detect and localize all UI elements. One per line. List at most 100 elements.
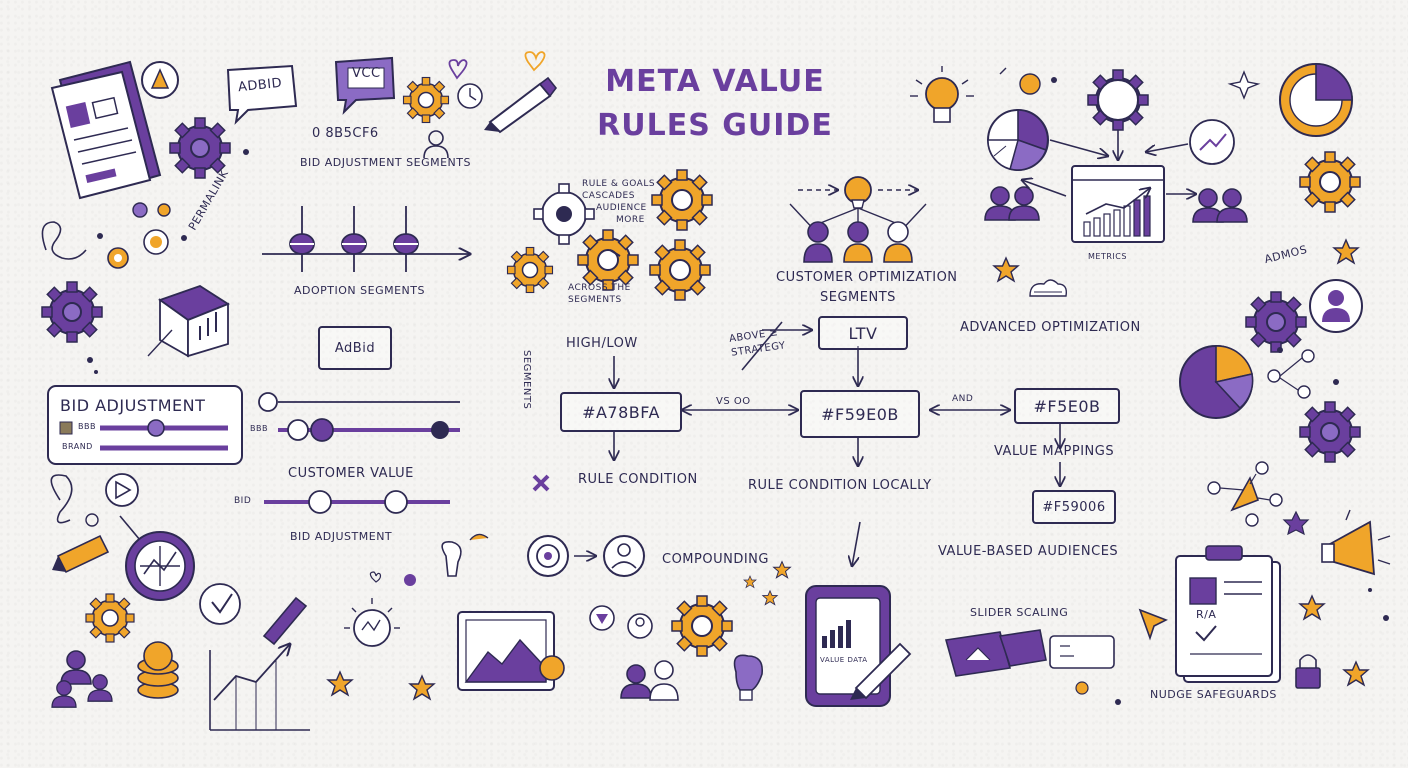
- star-icon: [1333, 239, 1359, 264]
- vertical-mid-label: SEGMENTS: [521, 350, 532, 410]
- value-mapping-label: VALUE MAPPINGS: [994, 444, 1115, 459]
- decorative-stroke: [609, 249, 621, 257]
- slider-scaling-blocks: [944, 629, 1115, 677]
- customer-value-label: CUSTOMER VALUE: [288, 466, 414, 481]
- gear-icon: [671, 595, 733, 657]
- gear-icon: [577, 229, 639, 291]
- close-x-icon: [532, 474, 550, 492]
- star-icon: [993, 257, 1019, 282]
- color-box-c-text: #F5E0B: [1033, 396, 1101, 416]
- image-frame-icon: [457, 611, 565, 691]
- advanced-optimization-label: ADVANCED OPTIMIZATION: [960, 320, 1141, 335]
- bid-adjustment-title: BID ADJUSTMENT: [60, 396, 206, 415]
- growth-chart-icon: [199, 583, 310, 731]
- gears-bottom-caption: ACROSS THE SEGMENTS: [568, 282, 631, 306]
- pen-icon: [484, 76, 558, 134]
- lock-icon: [1295, 654, 1321, 689]
- gear-icon: [41, 281, 103, 343]
- gear-icon: [1245, 291, 1307, 353]
- caption-line: CASCADES: [582, 191, 635, 201]
- clock-icon: [457, 83, 483, 109]
- bid-sliders: [258, 392, 460, 442]
- rule-condition-left-label: RULE CONDITION: [578, 472, 698, 487]
- caption-line: RULE & GOALS: [582, 179, 656, 189]
- cursor-arrow-icon: [1138, 608, 1168, 641]
- heart-icon: [448, 51, 546, 80]
- ltv-text: LTV: [848, 323, 878, 343]
- star-icon: [327, 671, 353, 696]
- play-triangle-icon: [141, 61, 179, 99]
- target-chart-icon: [125, 531, 195, 601]
- slider-label: BBB: [250, 424, 268, 433]
- slider-caption: Bid: [234, 496, 252, 506]
- caption-line: MORE: [616, 215, 645, 225]
- arrow-right-label: AND: [952, 394, 974, 404]
- caption-line: SEGMENTS: [568, 295, 622, 305]
- tablet-report-icon: [805, 585, 912, 707]
- high-low-label: HIGH/LOW: [566, 336, 638, 351]
- lightbulb-idea-icon: [344, 533, 489, 647]
- adbid-box-text: AdBid: [334, 340, 376, 356]
- gear-icon: [402, 76, 450, 124]
- decorative-dots: [41, 149, 249, 374]
- slider-scaling-label: SLIDER SCALING: [970, 606, 1069, 619]
- lightbulb-icon: [733, 654, 764, 701]
- customer-optimization-label: CUSTOMER OPTIMIZATION: [776, 270, 958, 285]
- people-icon: [51, 650, 113, 708]
- person-icon: [423, 130, 449, 159]
- caption-line: AUDIENCE: [596, 203, 647, 213]
- decorative-dots-right: [1075, 588, 1389, 705]
- compounding-label: COMPOUNDING: [662, 552, 769, 567]
- chat-bubble-icon: [334, 56, 396, 115]
- trend-circle-icon: [1189, 119, 1235, 165]
- gear-icon: [649, 239, 711, 301]
- color-box-d: #F59006: [1032, 490, 1116, 524]
- cloud-icon: [1029, 279, 1068, 297]
- sparkle-icon: [1227, 70, 1261, 100]
- bid-adjustment-segments-label: BID ADJUSTMENT SEGMENTS: [300, 156, 471, 169]
- gear-icon: [651, 169, 713, 231]
- star-icon: [1299, 595, 1325, 620]
- clipboard-caption: R/A: [1196, 608, 1217, 621]
- gear-icon: [1299, 401, 1361, 463]
- value-based-audiences-label: VALUE-BASED AUDIENCES: [938, 544, 1119, 559]
- color-box-b-text: #F59E0B: [821, 404, 899, 424]
- bottom-left-doodles: [50, 473, 141, 574]
- dashboard-arrows: [1022, 130, 1196, 196]
- color-box-b: #F59E0B: [800, 390, 920, 438]
- compounding-icons: [527, 535, 791, 606]
- caption-line: ACROSS THE: [568, 283, 631, 293]
- color-box-a-text: #A78BFA: [582, 402, 660, 422]
- title-text: META VALUE RULES GUIDE: [597, 64, 833, 143]
- color-code-top: 0 8B5CF6: [312, 126, 379, 141]
- user-avatar-icon: [1309, 279, 1363, 333]
- pie-chart-icon: [987, 109, 1049, 171]
- flow-arrows: [574, 321, 1060, 566]
- pie-network-icon: [1179, 345, 1339, 419]
- nudge-safeguards-label: NUDGE SAFEGUARDS: [1150, 688, 1277, 701]
- gear-icon: [506, 246, 554, 294]
- bid-adjustment-panel: [47, 385, 243, 465]
- star-icon: [1343, 661, 1369, 686]
- tablet-caption: VALUE DATA: [820, 656, 868, 664]
- customer-value-slider: [264, 490, 450, 514]
- adoption-segments-label: ADOPTION SEGMENTS: [294, 284, 425, 297]
- network-node-icon: [1207, 461, 1310, 536]
- segments-label: SEGMENTS: [820, 290, 896, 305]
- rule-condition-mid-label: RULE CONDITION LOCALLY: [748, 478, 932, 493]
- ltv-box: LTV: [818, 316, 908, 350]
- dashboard-panel: [1071, 165, 1165, 243]
- color-box-c: #F5E0B: [1014, 388, 1120, 424]
- rule-gears-cluster: [533, 183, 595, 245]
- vcc-label: VCC: [352, 66, 381, 81]
- speech-bubble-icon: [226, 64, 298, 125]
- star-icon: [409, 675, 435, 700]
- slider-label: BBB: [78, 422, 96, 431]
- coins-icon: [137, 641, 179, 699]
- arrow-left-label: VS OO: [716, 396, 751, 407]
- dashboard-caption: METRICS: [1088, 252, 1127, 261]
- gear-icon: [1299, 151, 1361, 213]
- large-pie-icon: [1279, 63, 1353, 137]
- segment-timeline: [262, 206, 470, 272]
